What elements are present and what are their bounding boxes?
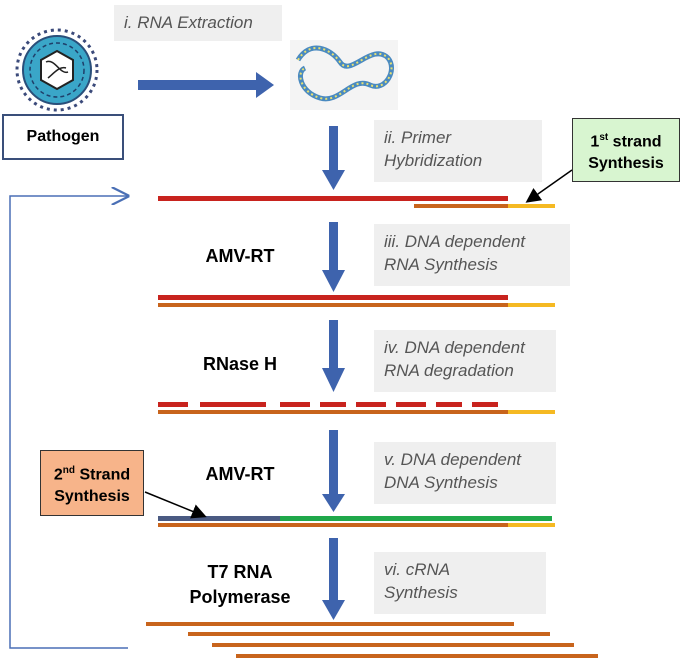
strands-step4	[158, 402, 555, 414]
vertical-arrow-3	[322, 320, 345, 392]
vertical-arrow-2	[322, 222, 345, 292]
step-rna-synthesis: iii. DNA dependent RNA Synthesis	[374, 224, 570, 286]
step-primer-hybridization: ii. Primer Hybridization	[374, 120, 542, 182]
first-strand-sup: st	[599, 132, 609, 143]
step-crna-synthesis: vi. cRNA Synthesis	[374, 552, 546, 614]
strands-step3	[158, 295, 555, 307]
first-strand-num: 1	[590, 133, 600, 151]
vertical-arrow-4	[322, 430, 345, 512]
step-rna-degradation-line2: RNA degradation	[384, 361, 514, 380]
enzyme-t7-rna-polymerase: T7 RNA Polymerase	[170, 560, 310, 610]
step-rna-synthesis-line1: iii. DNA dependent	[384, 232, 526, 251]
strands-step5	[158, 516, 555, 527]
vertical-arrow-5	[322, 538, 345, 620]
step-dna-synthesis-line2: DNA Synthesis	[384, 473, 498, 492]
enzyme-amv-rt-1: AMV-RT	[205, 246, 275, 266]
second-strand-pointer	[144, 491, 207, 519]
enzyme-rnase-h: RNase H	[202, 354, 278, 374]
step-rna-degradation-line1: iv. DNA dependent	[384, 338, 525, 357]
second-strand-num: 2	[53, 466, 63, 484]
step-crna-line1: vi. cRNA	[384, 560, 451, 579]
vertical-arrow-1	[322, 126, 345, 190]
pathogen-label: Pathogen	[2, 114, 124, 160]
step-dna-synthesis: v. DNA dependent DNA Synthesis	[374, 442, 556, 504]
step-rna-extraction: i. RNA Extraction	[114, 5, 282, 41]
second-strand-line1: 2nd Strand	[41, 460, 143, 486]
step-crna-line2: Synthesis	[384, 583, 458, 602]
enzyme-t7-line1: T7 RNA	[207, 562, 273, 582]
extraction-arrow	[138, 72, 274, 98]
first-strand-word: strand	[612, 133, 662, 151]
feedback-loop-arrow	[9, 196, 128, 649]
second-strand-line2: Synthesis	[54, 488, 130, 506]
step-rna-extraction-text: i. RNA Extraction	[124, 13, 253, 32]
virus-icon	[15, 28, 99, 112]
step-rna-synthesis-line2: RNA Synthesis	[384, 255, 498, 274]
first-strand-pointer	[525, 169, 573, 203]
step-rna-degradation: iv. DNA dependent RNA degradation	[374, 330, 556, 392]
enzyme-amv-rt-2: AMV-RT	[205, 464, 275, 484]
second-strand-sup: nd	[62, 465, 75, 476]
strands-step2	[158, 196, 555, 208]
first-strand-synthesis-box: 1st strand Synthesis	[572, 118, 680, 182]
second-strand-synthesis-box: 2nd Strand Synthesis	[40, 450, 144, 516]
step-dna-synthesis-line1: v. DNA dependent	[384, 450, 522, 469]
step-primer-line1: ii. Primer	[384, 128, 452, 147]
first-strand-line1: 1st strand	[573, 127, 679, 153]
rna-structure-image	[290, 40, 398, 110]
first-strand-line2: Synthesis	[588, 155, 664, 173]
second-strand-word: Strand	[79, 466, 131, 484]
step-primer-line2: Hybridization	[384, 151, 483, 170]
strands-step6	[146, 622, 598, 658]
enzyme-t7-line2: Polymerase	[189, 587, 291, 607]
